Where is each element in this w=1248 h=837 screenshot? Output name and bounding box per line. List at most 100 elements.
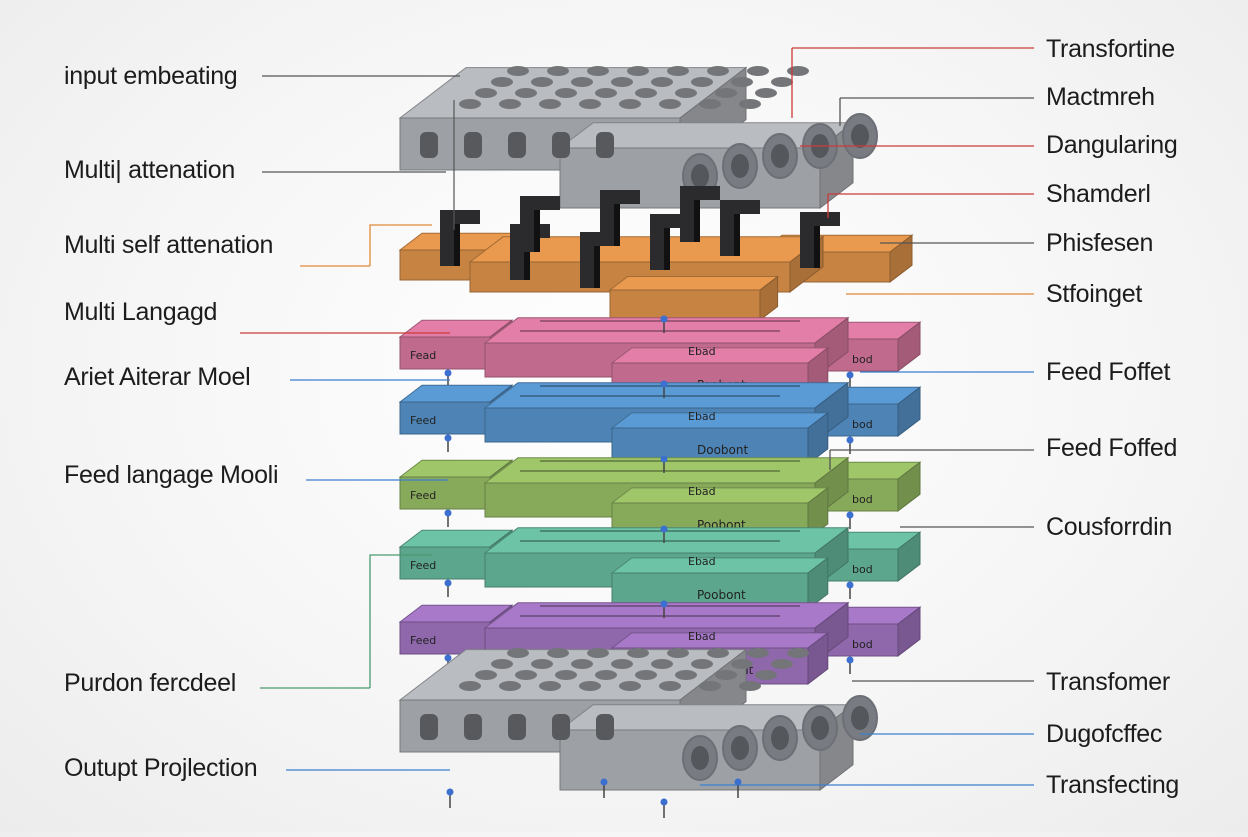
layer-green-front-block-top bbox=[610, 487, 830, 504]
bottom-gray-block-hole-2-0 bbox=[491, 659, 513, 669]
top-gray-block-hole-1-5 bbox=[675, 88, 697, 98]
layer-blue-front-block-side bbox=[807, 411, 829, 466]
label-feed-foffed: Feed Foffed bbox=[1046, 434, 1178, 462]
layer-pink-left-tag: Fead bbox=[410, 349, 436, 362]
layer-teal-front-block-top bbox=[610, 557, 830, 574]
bracket-leg-0 bbox=[440, 210, 454, 266]
bottom-gray-block-hole-0-6 bbox=[699, 681, 721, 691]
top-gray-block-window-2 bbox=[508, 132, 526, 158]
top-gray-block-hole-2-2 bbox=[571, 77, 593, 87]
label-cousforrdin: Cousforrdin bbox=[1046, 513, 1172, 541]
leader-left-green-elbow bbox=[369, 554, 432, 688]
top-gray-block-hole-3-7 bbox=[787, 66, 809, 76]
layer-purple-left-tag: Feed bbox=[410, 634, 436, 647]
label-mactmreh: Mactmreh bbox=[1046, 83, 1155, 111]
layer-teal-mid-tag: Ebad bbox=[688, 555, 716, 568]
bottom-gray-block-hole-1-5 bbox=[675, 670, 697, 680]
bottom-gray-block bbox=[398, 648, 878, 792]
layer-blue-front-block-top bbox=[610, 412, 830, 429]
layer-blue-right-block-side bbox=[897, 386, 921, 438]
top-gray-block-hole-0-6 bbox=[699, 99, 721, 109]
bottom-gray-block-hole-2-3 bbox=[611, 659, 633, 669]
label-feed-language-model: Feed langage Mooli bbox=[64, 461, 279, 489]
layer-teal-pin-2 bbox=[660, 525, 668, 533]
bottom-gray-block-ring-core-4 bbox=[851, 706, 869, 730]
layer-pink-grooves bbox=[520, 320, 800, 332]
bottom-gray-block-hole-2-6 bbox=[731, 659, 753, 669]
top-gray-block-hole-0-4 bbox=[619, 99, 641, 109]
layer-pink-front-block-top bbox=[610, 347, 830, 364]
label-dangularing: Dangularing bbox=[1046, 131, 1178, 159]
bracket-shadow-1 bbox=[524, 238, 530, 280]
bracket-shadow-0 bbox=[454, 224, 460, 266]
layer-orange-front-block-top bbox=[608, 276, 780, 291]
layer-teal-front-tag: Poobont bbox=[697, 588, 746, 602]
top-gray-block-hole-0-5 bbox=[659, 99, 681, 109]
top-gray-block-hole-2-3 bbox=[611, 77, 633, 87]
bottom-gray-block-hole-1-0 bbox=[475, 670, 497, 680]
layer-purple-grooves bbox=[520, 605, 800, 617]
label-multi-language: Multi Langagd bbox=[64, 298, 218, 326]
label-multi-self-attention: Multi self attenation bbox=[64, 231, 274, 259]
bottom-gray-block-ring-core-3 bbox=[811, 716, 829, 740]
bottom-gray-block-hole-0-7 bbox=[739, 681, 761, 691]
label-transfecting: Transfecting bbox=[1046, 771, 1180, 799]
top-gray-block-hole-2-0 bbox=[491, 77, 513, 87]
layer-blue-front-block bbox=[610, 411, 830, 466]
bottom-gray-block-hole-1-3 bbox=[595, 670, 617, 680]
bottom-gray-block-hole-0-4 bbox=[619, 681, 641, 691]
bracket-leg-3 bbox=[650, 214, 664, 270]
label-input-embedding: input embeating bbox=[64, 62, 238, 90]
bottom-gray-block-window-1 bbox=[464, 714, 482, 740]
bottom-gray-block-ring-core-0 bbox=[691, 746, 709, 770]
bottom-gray-block-hole-0-1 bbox=[499, 681, 521, 691]
label-phisfesen: Phisfesen bbox=[1046, 229, 1154, 257]
top-gray-block-hole-1-7 bbox=[755, 88, 777, 98]
top-gray-block-hole-3-1 bbox=[547, 66, 569, 76]
label-purdon-fercdeel: Purdon fercdeel bbox=[64, 669, 237, 697]
layer-purple-front-block-top bbox=[610, 632, 830, 649]
top-gray-block-hole-3-6 bbox=[747, 66, 769, 76]
top-gray-block-hole-2-1 bbox=[531, 77, 553, 87]
bracket-shadow-3 bbox=[664, 228, 670, 270]
layer-blue-front-tag: Doobont bbox=[697, 443, 748, 457]
layer-pink-right-tag: bod bbox=[852, 353, 873, 366]
layer-green-front-block-side bbox=[807, 486, 829, 541]
layer-pink: FeadbodEbadPoobont bbox=[398, 315, 922, 401]
top-gray-block-window-0 bbox=[420, 132, 438, 158]
bottom-gray-block-hole-3-3 bbox=[627, 648, 649, 658]
layer-blue-right-tag: bod bbox=[852, 418, 873, 431]
layer-blue-grooves bbox=[520, 385, 800, 397]
top-gray-block-hole-3-2 bbox=[587, 66, 609, 76]
top-gray-block-hole-1-0 bbox=[475, 88, 497, 98]
layer-purple-pin-0 bbox=[444, 654, 452, 662]
label-transfortine: Transfortine bbox=[1046, 35, 1175, 63]
layer-teal-right-block-side bbox=[897, 531, 921, 583]
layer-green-right-tag: bod bbox=[852, 493, 873, 506]
layer-teal-pin-0 bbox=[444, 579, 452, 587]
bottom-gray-block-hole-1-7 bbox=[755, 670, 777, 680]
top-gray-block-hole-0-2 bbox=[539, 99, 561, 109]
bottom-gray-block-hole-2-2 bbox=[571, 659, 593, 669]
label-stfoinget: Stfoinget bbox=[1046, 280, 1142, 308]
layer-pink-pin-0 bbox=[444, 369, 452, 377]
layer-blue-pin-0 bbox=[444, 434, 452, 442]
top-gray-block-hole-3-4 bbox=[667, 66, 689, 76]
bottom-gray-block-hole-1-2 bbox=[555, 670, 577, 680]
bracket-shadow-6 bbox=[534, 210, 540, 252]
bracket-leg-6 bbox=[520, 196, 534, 252]
top-gray-block-hole-2-5 bbox=[691, 77, 713, 87]
top-gray-block bbox=[398, 66, 878, 210]
bottom-pin-1 bbox=[600, 778, 608, 786]
bracket-shadow-2 bbox=[594, 246, 600, 288]
layer-teal-pin-1 bbox=[846, 581, 854, 589]
bottom-gray-block-hole-3-2 bbox=[587, 648, 609, 658]
top-gray-block-window-1 bbox=[464, 132, 482, 158]
label-dugofcffec: Dugofcffec bbox=[1046, 720, 1163, 748]
label-shamderl: Shamderl bbox=[1046, 180, 1151, 208]
bottom-pin-0 bbox=[446, 788, 454, 796]
bottom-gray-block-hole-3-0 bbox=[507, 648, 529, 658]
top-gray-block-hole-1-1 bbox=[515, 88, 537, 98]
bottom-gray-block-hole-1-4 bbox=[635, 670, 657, 680]
top-gray-block-ring-core-4 bbox=[851, 124, 869, 148]
